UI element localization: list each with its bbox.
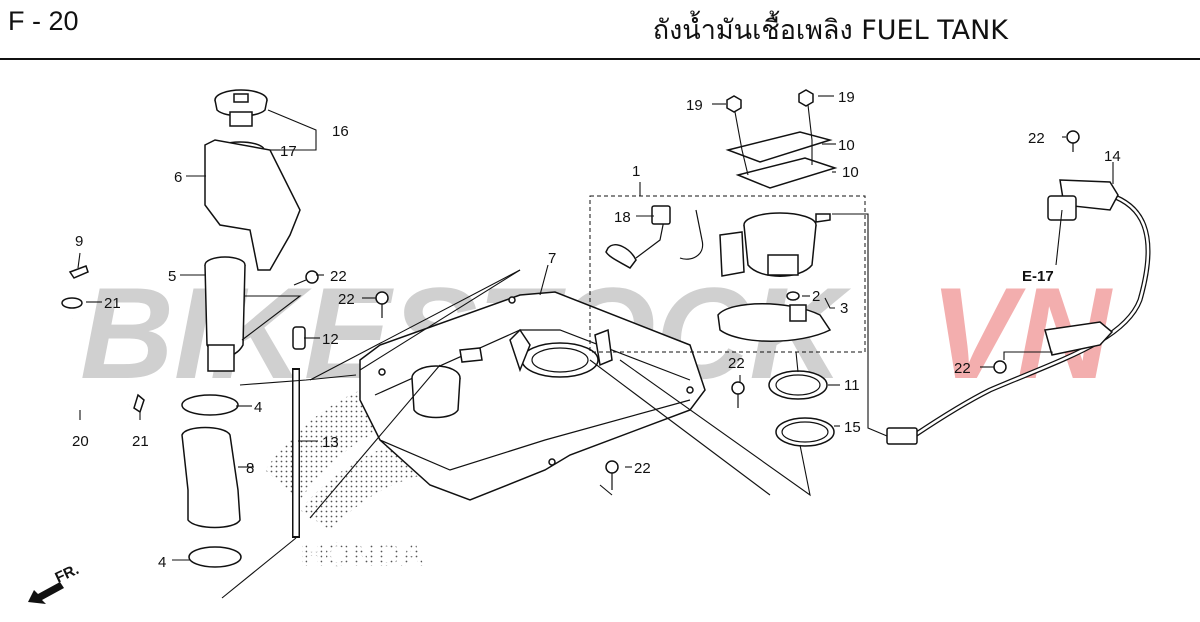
label-part-18: 18	[614, 209, 631, 226]
bolt-22-c	[731, 381, 745, 408]
label-part-20: 20	[72, 433, 89, 450]
label-part-2: 2	[812, 288, 820, 305]
nut-19-b	[798, 89, 814, 107]
label-part-22f: 22	[954, 360, 971, 377]
fuel-pump	[605, 209, 831, 277]
pump-connector	[651, 205, 671, 225]
front-arrow: FR.	[28, 561, 82, 604]
part-labels: 1 2 3 4 4 5 6 7 8 9 10 10 11 12 13 14 15…	[72, 89, 1121, 571]
label-part-8: 8	[246, 460, 254, 477]
label-part-22a: 22	[330, 268, 347, 285]
filler-neck-cover	[204, 139, 301, 271]
nut-19-a	[726, 95, 742, 113]
label-part-16: 16	[332, 123, 349, 140]
fuel-tank	[359, 291, 706, 501]
bolt-22-e	[1066, 130, 1080, 152]
bolt-22-f	[993, 360, 1007, 374]
label-part-22c: 22	[728, 355, 745, 372]
label-part-13: 13	[322, 434, 339, 451]
setting-plate-lower	[735, 157, 838, 189]
pump-packing	[775, 417, 835, 447]
hose-band-lower	[188, 546, 242, 568]
label-part-3: 3	[840, 300, 848, 317]
page-title: ถังน้ำมันเชื้อเพลิง FUEL TANK	[652, 15, 1008, 46]
label-part-10b: 10	[842, 164, 859, 181]
label-part-22e: 22	[1028, 130, 1045, 147]
leader-lines	[77, 95, 1114, 599]
label-part-5: 5	[168, 268, 176, 285]
label-part-6: 6	[174, 169, 182, 186]
clip-21-upper	[61, 297, 83, 309]
sub-harness	[886, 179, 1151, 445]
tube-joint	[292, 326, 306, 350]
bolt-22-a	[293, 270, 319, 286]
label-part-22b: 22	[338, 291, 355, 308]
label-part-22d: 22	[634, 460, 651, 477]
label-part-17: 17	[280, 143, 297, 160]
label-part-21a: 21	[104, 295, 121, 312]
label-part-7: 7	[548, 250, 556, 267]
label-part-15: 15	[844, 419, 861, 436]
label-part-11: 11	[844, 377, 860, 394]
hose-band-upper	[181, 394, 239, 416]
page-code: F - 20	[8, 6, 79, 36]
label-part-1: 1	[632, 163, 640, 180]
label-part-14: 14	[1104, 148, 1121, 165]
label-part-21b: 21	[132, 433, 149, 450]
label-part-10a: 10	[838, 137, 855, 154]
label-part-4b: 4	[158, 554, 166, 571]
label-part-9: 9	[75, 233, 83, 250]
filler-neck	[204, 256, 246, 372]
bolt-22-d	[605, 460, 619, 490]
fuel-filter	[717, 303, 832, 342]
honda-wordmark: HONDA	[300, 536, 425, 574]
label-part-19b: 19	[838, 89, 855, 106]
fuel-pump-group-box	[589, 195, 866, 353]
filler-joint	[181, 426, 241, 529]
reference-e17: E-17	[1022, 268, 1054, 285]
label-part-4a: 4	[254, 399, 262, 416]
front-arrow-label: FR.	[53, 561, 82, 587]
setting-plate-upper	[725, 131, 833, 163]
label-part-12: 12	[322, 331, 339, 348]
header-rule	[0, 58, 1200, 60]
o-ring-2	[786, 291, 800, 301]
filler-cap	[214, 89, 268, 127]
clip-9	[68, 265, 89, 279]
label-part-19a: 19	[686, 97, 703, 114]
